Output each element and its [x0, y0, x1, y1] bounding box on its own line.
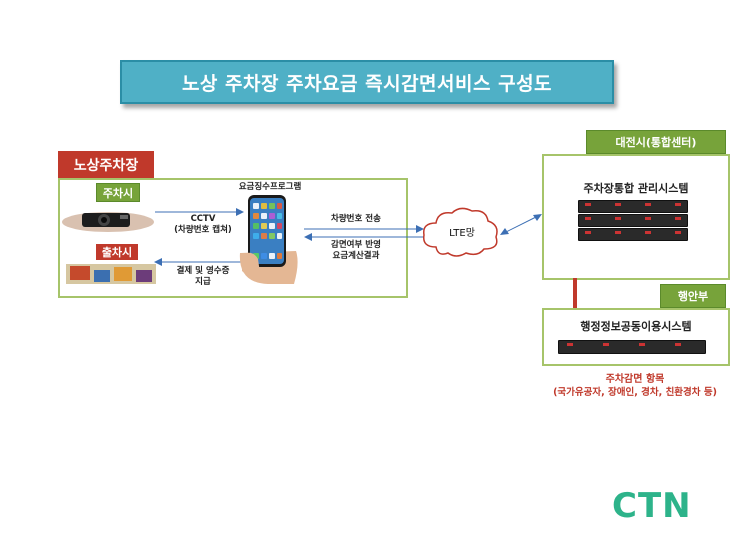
cctv-label: CCTV (차량번호 캡쳐)	[160, 214, 246, 235]
cctv-label-line1: CCTV	[190, 214, 216, 224]
lte-label: LTE망	[449, 228, 475, 239]
parking-lot-tab: 노상주차장	[58, 151, 154, 178]
mois-panel	[542, 308, 730, 366]
page-title: 노상 주차장 주차요금 즉시감면서비스 구성도	[120, 60, 614, 104]
server-rack-2	[578, 214, 688, 227]
server-rack-3	[578, 228, 688, 241]
cctv-label-line2: (차량번호 캡쳐)	[174, 224, 232, 235]
exit-gate-image	[66, 262, 156, 286]
discount-items: (국가유공자, 장애인, 경차, 친환경차 등)	[553, 387, 717, 398]
lte-cloud-icon	[423, 207, 498, 257]
parking-management-system-label: 주차장통합 관리시스템	[583, 182, 689, 195]
daejeon-center-panel	[542, 154, 730, 280]
result-label: 감면여부 반영 요금계산결과	[312, 240, 400, 261]
result-label-line2: 요금계산결과	[332, 250, 380, 261]
admin-info-sharing-system-label: 행정정보공동이용시스템	[580, 320, 692, 333]
server-rack-1	[578, 200, 688, 213]
smartphone-image	[238, 193, 300, 285]
daejeon-tab: 대전시(통합센터)	[586, 130, 726, 154]
mois-tab: 행안부	[660, 284, 726, 308]
ctn-logo: CTN	[612, 486, 692, 526]
cctv-camera-image	[60, 204, 156, 234]
parking-arrows	[154, 208, 244, 266]
mois-server-rack	[558, 340, 706, 354]
center-to-mois-connector	[573, 278, 577, 308]
page-title-text: 노상 주차장 주차요금 즉시감면서비스 구성도	[181, 72, 553, 95]
lte-to-center-arrow	[500, 214, 542, 235]
fee-program-label: 요금징수프로그램	[238, 182, 302, 192]
exit-tag: 출차시	[96, 244, 138, 260]
network-arrows	[304, 225, 424, 241]
entry-tag: 주차시	[96, 183, 140, 202]
payment-label: 결제 및 영수증 지급	[160, 266, 246, 287]
payment-label-line2: 지급	[195, 276, 211, 287]
payment-label-line1: 결제 및 영수증	[176, 266, 230, 276]
discount-title: 주차감면 항목	[605, 374, 665, 385]
result-label-line1: 감면여부 반영	[331, 240, 381, 250]
send-plate-label: 차량번호 전송	[331, 214, 381, 224]
